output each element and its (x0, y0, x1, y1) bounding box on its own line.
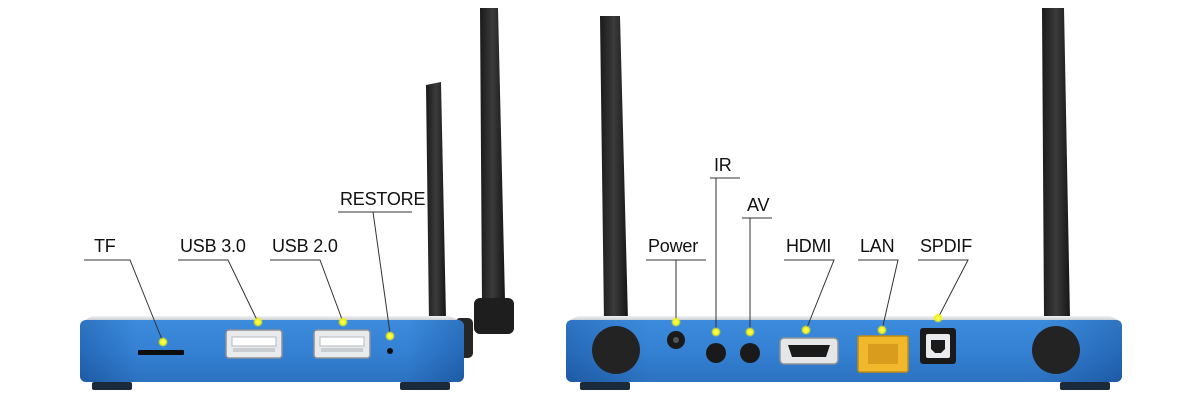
spdif-port (920, 328, 956, 364)
label-restore: RESTORE (340, 189, 426, 209)
back-markers (671, 313, 943, 337)
back-leader-lines (646, 177, 969, 332)
label-lan: LAN (860, 236, 895, 256)
label-tf: TF (94, 236, 116, 256)
label-usb2: USB 2.0 (272, 236, 338, 256)
spdif-marker (933, 313, 943, 323)
usb2-port (313, 329, 371, 359)
front-antenna-tall (474, 8, 514, 334)
tf-marker (158, 337, 168, 347)
back-antenna-base-right (1032, 326, 1080, 374)
hdmi-port (779, 337, 839, 365)
av-marker (745, 327, 755, 337)
back-antenna-right (1042, 8, 1070, 318)
label-spdif: SPDIF (920, 236, 973, 256)
front-antenna-short (426, 82, 446, 322)
front-foot-right (400, 382, 450, 390)
restore-hole (387, 348, 393, 354)
front-foot-left (92, 382, 132, 390)
label-power: Power (648, 236, 699, 256)
front-markers (158, 317, 395, 347)
front-leader-lines (84, 211, 412, 343)
label-usb3: USB 3.0 (180, 236, 246, 256)
back-antenna-left (600, 16, 628, 322)
label-av: AV (747, 195, 770, 215)
back-antenna-base-left (592, 326, 640, 374)
usb3-marker (253, 317, 263, 327)
power-marker (671, 317, 681, 327)
lan-port (857, 335, 909, 373)
label-ir: IR (714, 155, 732, 175)
usb2-marker (338, 317, 348, 327)
back-foot-left (580, 382, 630, 390)
av-port (740, 343, 760, 363)
lan-marker (877, 325, 887, 335)
ir-port (706, 343, 726, 363)
tf-slot (138, 350, 184, 355)
hdmi-marker (801, 325, 811, 335)
front-device (80, 8, 514, 390)
power-port (667, 331, 685, 349)
back-device (566, 8, 1122, 390)
usb3-port (225, 329, 283, 359)
label-hdmi: HDMI (786, 236, 832, 256)
back-foot-right (1060, 382, 1110, 390)
ir-marker (711, 327, 721, 337)
restore-marker (385, 331, 395, 341)
